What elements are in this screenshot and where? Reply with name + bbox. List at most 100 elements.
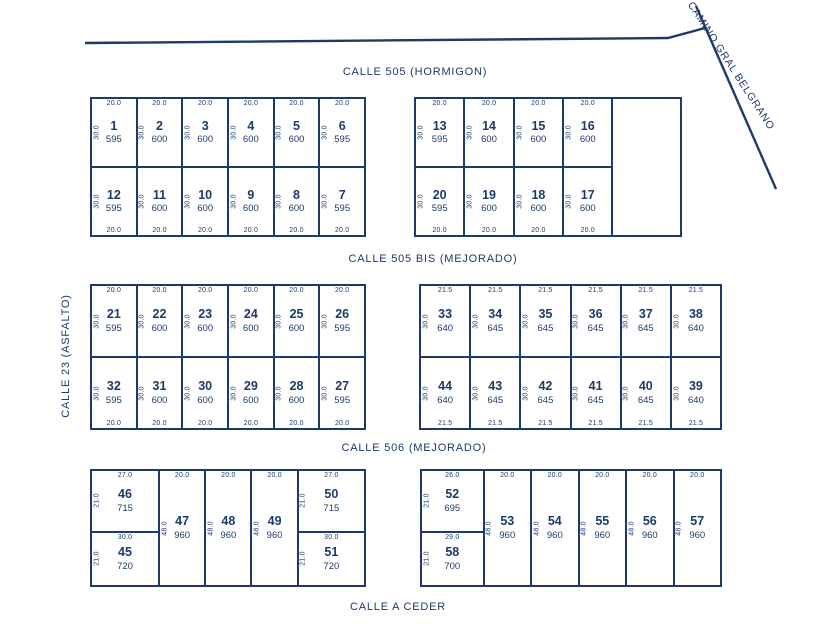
lot-area: 640 bbox=[688, 322, 704, 334]
lot-number: 30 bbox=[198, 379, 213, 394]
dimension-side-value: 30.0 bbox=[276, 313, 284, 329]
dimension-side: 21.0 bbox=[422, 471, 432, 531]
dimension-side-value: 48.0 bbox=[581, 520, 589, 536]
dimension-bottom: 21.5 bbox=[638, 420, 653, 427]
lot-number: 47 bbox=[175, 514, 190, 529]
lot-number: 25 bbox=[289, 307, 304, 322]
dimension-side-value: 21.0 bbox=[93, 493, 101, 508]
dimension-side-value: 48.0 bbox=[161, 520, 169, 536]
dimension-top: 20.0 bbox=[106, 100, 122, 107]
dimension-side-value: 21.0 bbox=[300, 493, 308, 508]
dimension-side: 30.0 bbox=[275, 358, 285, 428]
dimension-side-value: 30.0 bbox=[565, 125, 573, 140]
lot-area: 645 bbox=[587, 394, 604, 406]
dimension-bottom: 20.0 bbox=[334, 227, 350, 234]
dimension-side-value: 30.0 bbox=[93, 194, 101, 209]
lot-number: 37 bbox=[638, 307, 653, 322]
lot-number: 55 bbox=[595, 514, 610, 529]
lot-area: 960 bbox=[594, 529, 611, 541]
dimension-side: 21.0 bbox=[299, 533, 309, 585]
lot-number: 33 bbox=[438, 307, 453, 322]
lot-number: 12 bbox=[106, 187, 121, 202]
dimension-bottom: 20.0 bbox=[481, 227, 497, 234]
dimension-side: 30.0 bbox=[672, 286, 682, 356]
lot-area: 600 bbox=[288, 322, 305, 334]
lot-area: 595 bbox=[334, 322, 351, 334]
dimension-bottom: 20.0 bbox=[106, 420, 122, 427]
lot-area: 600 bbox=[151, 322, 168, 334]
lot-number: 36 bbox=[588, 307, 603, 322]
dimension-side-value: 30.0 bbox=[230, 194, 238, 209]
lot-area: 600 bbox=[242, 322, 259, 334]
lot-number: 19 bbox=[482, 187, 496, 202]
dimension-side-value: 30.0 bbox=[472, 385, 480, 401]
dimension-bottom: 20.0 bbox=[580, 227, 595, 234]
dimension-side-value: 21.0 bbox=[300, 551, 308, 566]
dimension-side-value: 48.0 bbox=[486, 520, 494, 536]
lot-number: 29 bbox=[243, 379, 258, 394]
lot-number: 38 bbox=[688, 307, 703, 322]
dimension-top: 20.0 bbox=[106, 287, 122, 294]
lot-number: 4 bbox=[247, 118, 255, 133]
dimension-side: 21.0 bbox=[299, 471, 309, 531]
lot-area: 600 bbox=[481, 203, 497, 215]
dimension-side-value: 30.0 bbox=[139, 194, 147, 209]
lot-number: 50 bbox=[324, 486, 339, 501]
dimension-bottom: 21.5 bbox=[437, 420, 453, 427]
dimension-side: 30.0 bbox=[416, 99, 426, 166]
dimension-side: 30.0 bbox=[320, 286, 330, 356]
dimension-side-value: 30.0 bbox=[276, 194, 284, 209]
dimension-side-value: 30.0 bbox=[623, 313, 631, 329]
lot-area: 600 bbox=[288, 394, 305, 406]
lot-number: 3 bbox=[201, 118, 209, 133]
dimension-side: 30.0 bbox=[229, 358, 239, 428]
dimension-side: 48.0 bbox=[580, 471, 590, 585]
lot-area: 715 bbox=[117, 502, 133, 514]
lot-area: 600 bbox=[242, 394, 259, 406]
dimension-side-value: 30.0 bbox=[673, 385, 681, 401]
dimension-side-value: 21.0 bbox=[423, 493, 431, 508]
lot-number: 20 bbox=[432, 187, 447, 202]
dimension-side-value: 30.0 bbox=[417, 125, 425, 140]
lot-area: 600 bbox=[151, 394, 168, 406]
lot-area: 960 bbox=[641, 529, 658, 541]
dimension-side-value: 30.0 bbox=[184, 385, 192, 401]
lot-area: 695 bbox=[444, 502, 461, 514]
dimension-side: 48.0 bbox=[252, 471, 262, 585]
dimension-side: 21.0 bbox=[92, 471, 102, 531]
dimension-side: 30.0 bbox=[416, 168, 426, 235]
lot-number: 7 bbox=[338, 187, 346, 202]
lot-area: 595 bbox=[334, 134, 351, 146]
dimension-side-value: 30.0 bbox=[321, 194, 329, 209]
dimension-side-value: 30.0 bbox=[230, 313, 238, 329]
dimension-side-value: 30.0 bbox=[321, 385, 329, 401]
